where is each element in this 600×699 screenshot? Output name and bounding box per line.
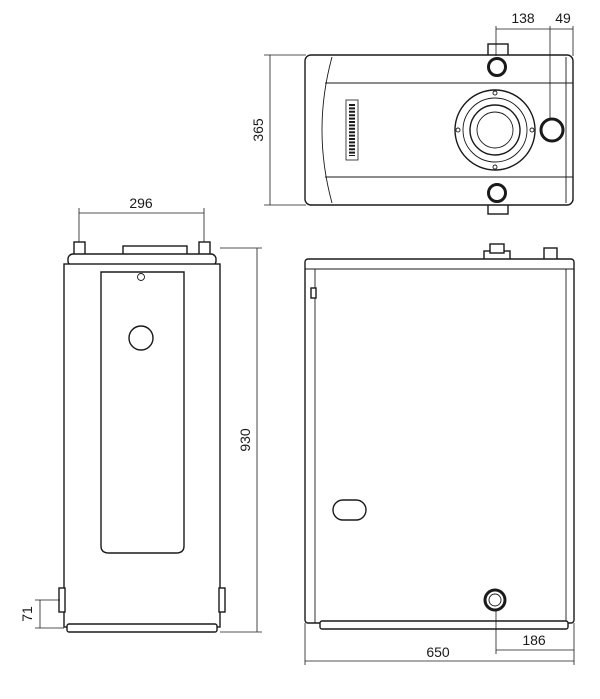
side-view: 186 650 [304, 243, 575, 665]
dim-296-label: 296 [129, 195, 153, 211]
top-view: 138 49 365 [250, 10, 574, 215]
top-view-lower-connection [487, 183, 507, 203]
side-body [304, 258, 575, 624]
flange-bolt-bottom [492, 164, 498, 170]
dim-365-label: 365 [250, 118, 266, 142]
flange-bolt-top [492, 90, 498, 96]
side-top-fitting [489, 243, 505, 254]
side-bottom-connection-inner [488, 593, 502, 607]
front-panel-round-window [128, 325, 154, 351]
side-top-knob [543, 247, 558, 261]
flange-inner [476, 111, 514, 149]
dim-650-label: 650 [426, 644, 450, 660]
side-hinge [310, 287, 317, 299]
flange-mid [462, 97, 528, 163]
front-panel-small-hole [137, 273, 145, 281]
flange-ring [469, 104, 521, 156]
dim-49-label: 49 [555, 10, 571, 26]
side-handle-slot [332, 499, 367, 521]
dim-71-label: 71 [19, 606, 35, 622]
dim-930-label: 930 [237, 428, 253, 452]
front-base [66, 623, 218, 633]
dim-138-label: 138 [511, 10, 535, 26]
top-view-front-curve [321, 56, 333, 204]
side-base [319, 620, 569, 630]
top-view-upper-connection [487, 57, 507, 77]
top-view-knob [539, 117, 565, 143]
flange-bolt-left [455, 127, 461, 133]
front-right-bottom-pipe [218, 587, 226, 613]
brand-logo [345, 99, 359, 161]
front-view: 296 930 71 [19, 195, 262, 633]
side-bottom-connection [483, 588, 507, 612]
dim-186-label: 186 [522, 632, 546, 648]
flange-bolt-right [529, 127, 535, 133]
front-panel [100, 271, 185, 554]
top-view-upper-stub [487, 43, 509, 57]
